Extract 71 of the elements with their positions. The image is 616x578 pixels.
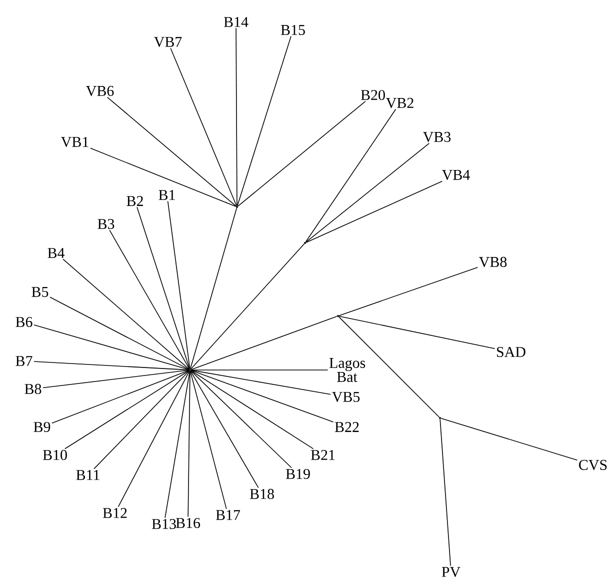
tree-branch [190, 370, 332, 395]
taxon-label: VB2 [386, 98, 414, 108]
taxon-label: PV [442, 566, 460, 577]
tree-branch [338, 316, 440, 418]
tree-branch [42, 370, 190, 388]
taxon-label: B10 [42, 450, 67, 460]
taxon-label: B2 [126, 196, 143, 206]
taxon-label: B8 [24, 384, 42, 394]
taxon-label: B12 [102, 508, 127, 518]
tree-branch [190, 370, 334, 422]
taxon-label: B11 [76, 470, 100, 480]
taxon-label: B3 [98, 218, 114, 230]
tree-branch [164, 370, 190, 518]
tree-branch [236, 36, 292, 206]
tree-branch [190, 370, 292, 468]
tree-branch [190, 208, 238, 370]
tree-branch [107, 96, 236, 207]
taxon-label: B1 [158, 190, 175, 200]
taxon-label: B20 [360, 90, 385, 100]
taxon-label: B9 [34, 422, 50, 432]
tree-branch [305, 108, 396, 242]
tree-branch [109, 230, 190, 370]
taxon-label: Lagos Bat [329, 358, 366, 382]
tree-branch [118, 370, 190, 508]
tree-branch [188, 370, 190, 518]
tree-branch [136, 206, 190, 370]
taxon-label: B21 [310, 450, 335, 460]
taxon-label: VB8 [479, 256, 507, 268]
tree-branch [190, 370, 259, 488]
taxon-label: B17 [216, 510, 240, 520]
tree-branch [190, 316, 338, 370]
tree-branch [62, 258, 190, 370]
taxon-label: VB4 [442, 170, 470, 180]
tree-branch [440, 418, 451, 566]
tree-branch [238, 100, 366, 207]
tree-branch [94, 370, 190, 470]
tree-branch [52, 370, 190, 424]
tree-branch [34, 361, 190, 370]
tree-branch [50, 296, 190, 370]
tree-branch [190, 243, 305, 370]
tree-branch [167, 200, 190, 370]
taxon-label: B19 [286, 468, 310, 480]
taxon-label: VB5 [332, 392, 360, 402]
tree-branch [190, 370, 227, 510]
taxon-label: B7 [16, 356, 32, 366]
tree-branch [170, 48, 237, 206]
taxon-label: B13 [152, 518, 176, 530]
tree-branch [338, 266, 478, 316]
tree-branch [236, 28, 238, 206]
taxon-label: B18 [250, 488, 274, 500]
taxon-label: B14 [224, 17, 248, 27]
taxon-label: VB6 [86, 86, 114, 96]
tree-branch [306, 142, 430, 243]
taxon-label: SAD [497, 346, 526, 358]
tree-branch [190, 370, 314, 450]
tree-branch [338, 316, 496, 350]
taxon-label: CVS [579, 460, 607, 470]
taxon-label: B6 [16, 316, 32, 328]
taxon-label: B16 [176, 518, 200, 528]
tree-branch [440, 418, 578, 461]
taxon-label: B4 [48, 248, 65, 258]
taxon-label: B15 [280, 24, 305, 36]
taxon-label: B22 [334, 422, 359, 432]
tree-branch [34, 324, 190, 370]
taxon-label: VB3 [423, 132, 451, 142]
tree-branch [90, 148, 236, 207]
tree-branch [306, 180, 443, 243]
taxon-label: VB7 [154, 36, 182, 48]
taxon-label: B5 [32, 287, 48, 297]
tree-branch [64, 370, 190, 450]
taxon-label: VB1 [61, 136, 88, 148]
